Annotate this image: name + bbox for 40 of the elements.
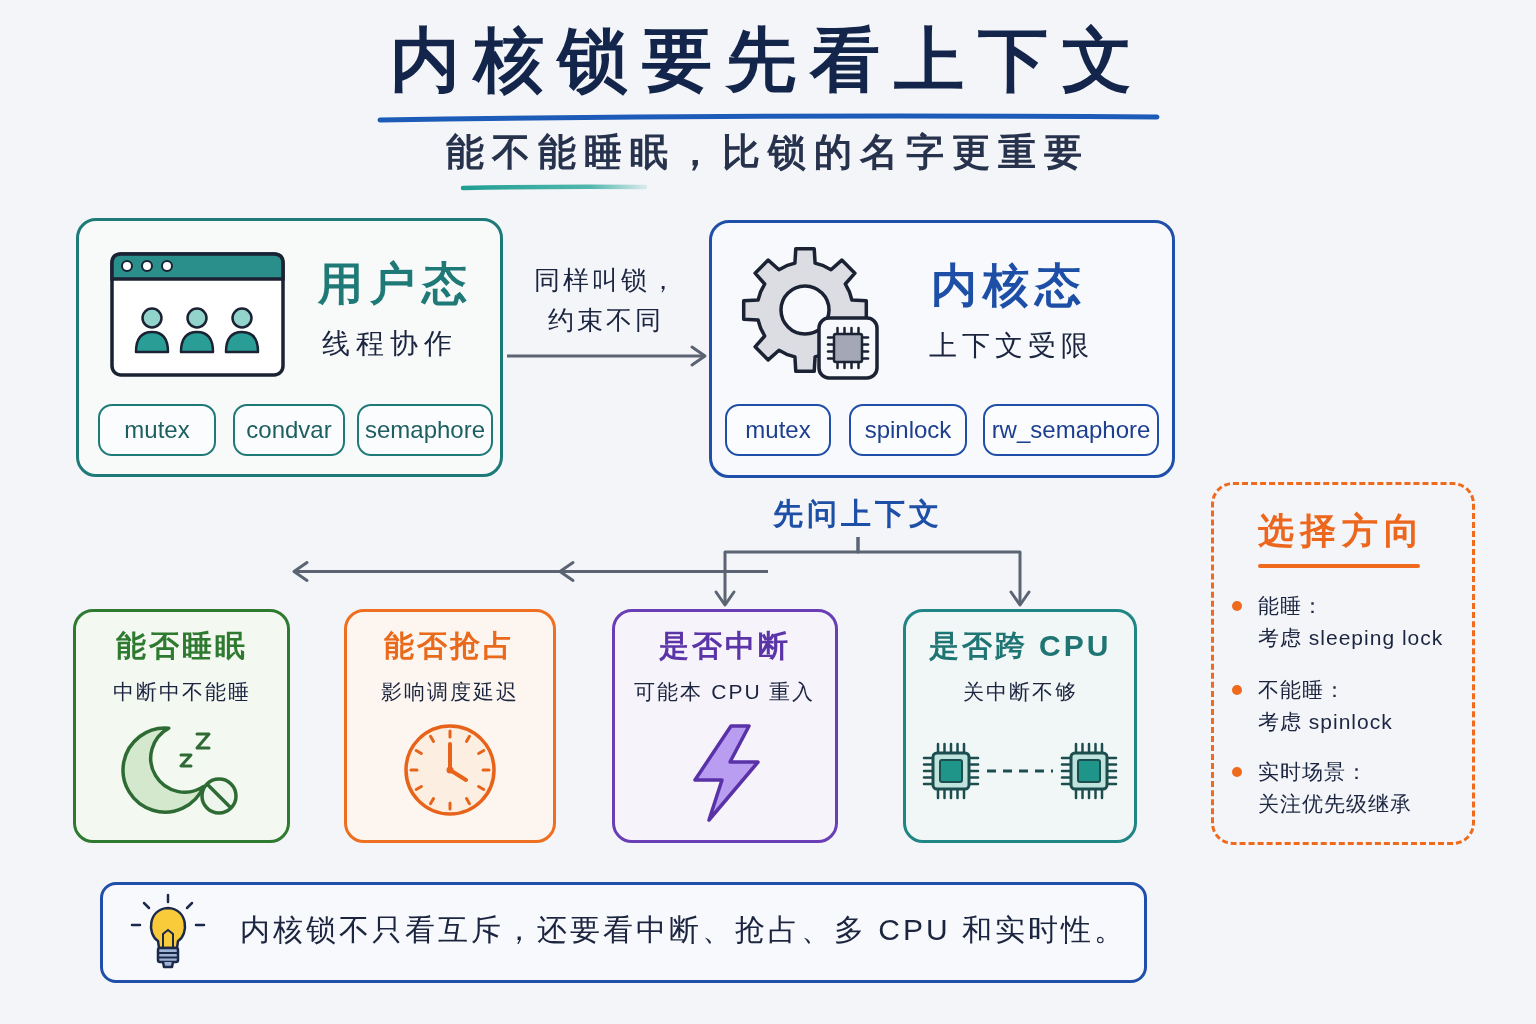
lock-name-tag: mutex: [98, 404, 216, 456]
note-item-label: 实时场景：: [1258, 759, 1368, 785]
note-item-text: 考虑 sleeping lock: [1258, 625, 1444, 651]
note-item-label: 能睡：: [1258, 593, 1324, 619]
question-card: [73, 609, 290, 843]
card-heading: 能否抢占: [384, 628, 516, 664]
question-card: [903, 609, 1137, 843]
lock-name-tag: spinlock: [849, 404, 967, 456]
question-card: [612, 609, 838, 843]
note-item-text: 考虑 spinlock: [1258, 709, 1393, 735]
arrow: [856, 537, 1031, 607]
arrow: [507, 345, 707, 367]
note-heading: 选择方向: [1258, 509, 1426, 553]
panel-subtitle: 线程协作: [322, 327, 458, 361]
note-item-text: 关注优先级继承: [1258, 791, 1412, 817]
user-mode-panel: [76, 218, 503, 477]
arrow: [558, 561, 768, 582]
question-label: 先问上下文: [772, 494, 944, 534]
lock-name-tag: semaphore: [357, 404, 493, 456]
panel-subtitle: 上下文受限: [929, 329, 1094, 363]
panel-heading: 内核态: [931, 258, 1087, 313]
lock-name-tag: mutex: [725, 404, 831, 456]
card-heading: 是否跨 CPU: [928, 628, 1112, 664]
subtitle: 能不能睡眠，比锁的名字更重要: [446, 130, 1090, 175]
card-subtitle: 关中断不够: [962, 679, 1078, 705]
card-heading: 能否睡眠: [115, 628, 248, 664]
direction-note-panel: [1211, 482, 1475, 845]
kernel-mode-panel: [709, 220, 1175, 478]
lock-name-tag: rw_semaphore: [983, 404, 1159, 456]
title: 内核锁要先看上下文: [390, 20, 1146, 101]
takeaway-banner: [100, 882, 1147, 983]
note-item-label: 不能睡：: [1258, 677, 1346, 703]
takeaway-text: 内核锁不只看互斥，还要看中断、抢占、多 CPU 和实时性。: [240, 912, 1127, 948]
card-heading: 是否中断: [659, 628, 791, 664]
card-subtitle: 中断中不能睡: [112, 679, 251, 705]
lock-name-tag: condvar: [233, 404, 345, 456]
panel-heading: 用户态: [318, 257, 474, 311]
card-subtitle: 可能本 CPU 重入: [634, 679, 816, 705]
question-card: [344, 609, 556, 843]
card-subtitle: 影响调度延迟: [381, 679, 519, 705]
